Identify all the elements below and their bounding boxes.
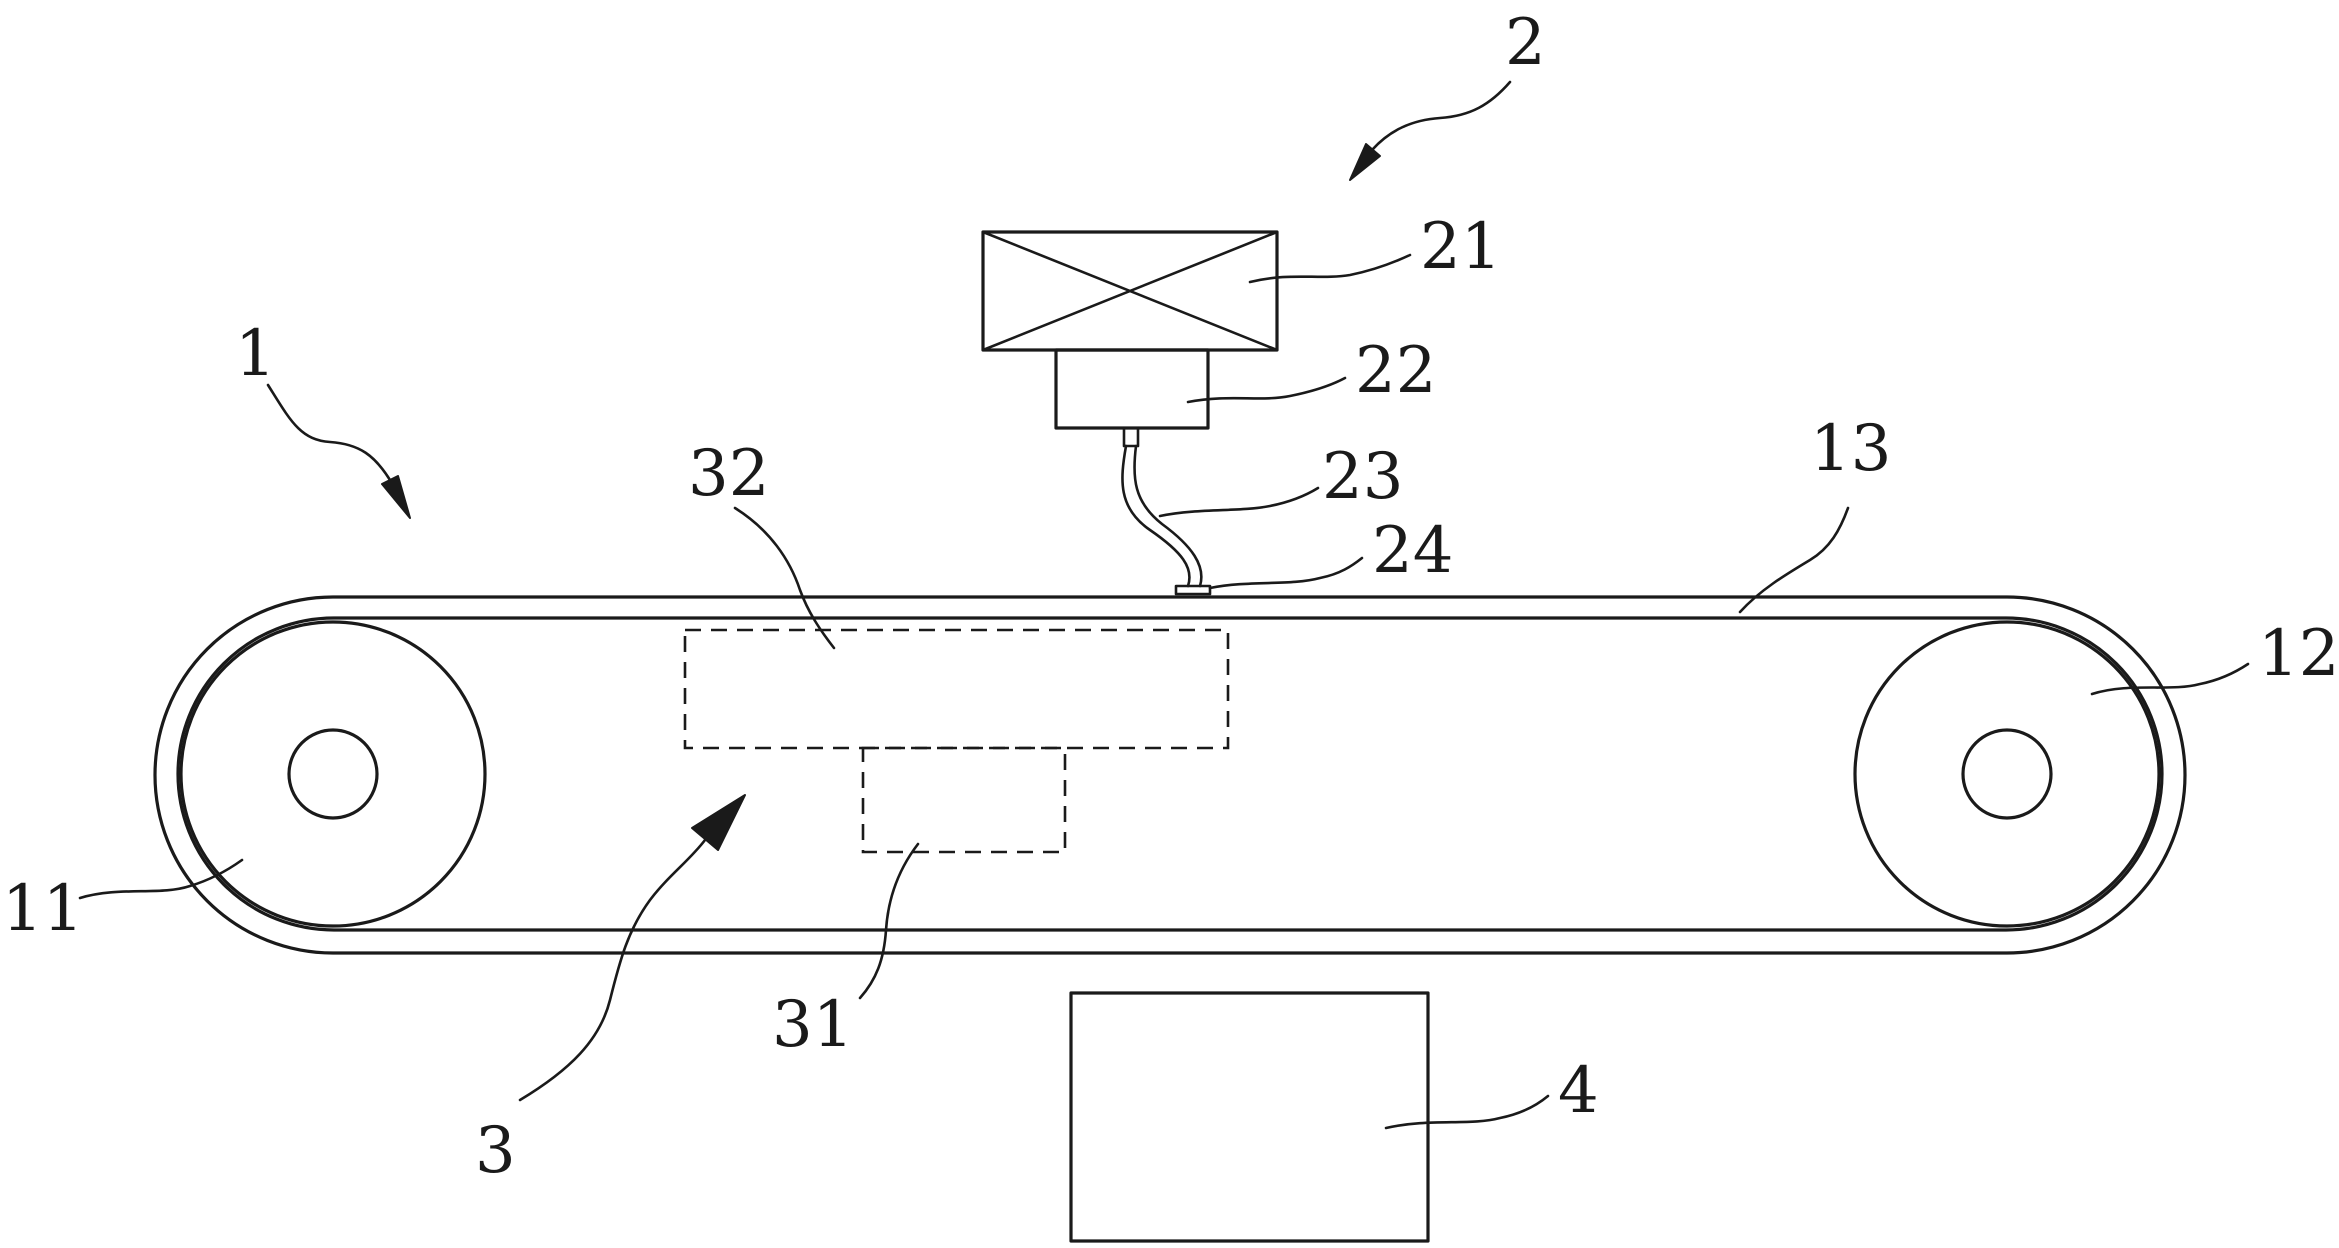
leader-11 xyxy=(78,858,244,900)
conveyor-belt-inner xyxy=(176,616,2164,932)
tube-23-right xyxy=(1133,444,1203,588)
label-23: 23 xyxy=(1322,440,1403,514)
tube-connector xyxy=(1122,426,1140,448)
label-2: 2 xyxy=(1505,6,1546,80)
hidden-unit-3 xyxy=(683,628,1230,854)
label-32: 32 xyxy=(688,437,769,511)
tube-23-left xyxy=(1121,444,1191,588)
leader-12 xyxy=(2090,662,2250,696)
leader-lines xyxy=(78,253,2250,1130)
leader-22 xyxy=(1186,376,1347,404)
leader-32 xyxy=(733,506,836,650)
arrow-2-head xyxy=(1349,143,1381,181)
right-roller xyxy=(1853,620,2161,928)
leader-24 xyxy=(1208,556,1364,590)
dispensing-device xyxy=(981,230,1279,596)
arrow-3-head xyxy=(691,794,746,851)
label-12: 12 xyxy=(2258,617,2339,691)
reference-arrows xyxy=(266,80,1512,1102)
dashed-box-32 xyxy=(683,628,1230,750)
leader-21 xyxy=(1248,253,1412,284)
leader-4 xyxy=(1384,1094,1550,1130)
nozzle-24 xyxy=(1174,584,1212,596)
box-4 xyxy=(1069,991,1430,1243)
label-22: 22 xyxy=(1355,334,1436,408)
label-13: 13 xyxy=(1810,412,1891,486)
leader-13 xyxy=(1738,506,1850,614)
leader-23 xyxy=(1158,486,1320,518)
conveyor-belt-outer xyxy=(153,595,2187,955)
label-24: 24 xyxy=(1372,514,1453,588)
reference-numerals: 1 2 21 22 23 24 13 12 11 32 31 3 4 xyxy=(2,6,2339,1188)
leader-31 xyxy=(858,842,920,1000)
arrow-3-shaft xyxy=(518,838,707,1102)
label-21: 21 xyxy=(1420,210,1501,284)
label-11: 11 xyxy=(2,872,83,946)
arrow-1-shaft xyxy=(266,383,392,482)
arrow-1-head xyxy=(381,475,411,519)
conveyor-assembly xyxy=(153,595,2187,955)
dashed-box-31 xyxy=(861,746,1067,854)
crossed-box-diagonal-b xyxy=(981,230,1279,352)
label-31: 31 xyxy=(772,988,853,1062)
left-roller xyxy=(179,620,487,928)
block-22 xyxy=(1054,348,1210,430)
left-roller-axle xyxy=(287,728,379,820)
right-roller-axle xyxy=(1961,728,2053,820)
label-4: 4 xyxy=(1558,1054,1599,1128)
label-3: 3 xyxy=(475,1114,516,1188)
label-1: 1 xyxy=(235,317,276,391)
arrow-2-shaft xyxy=(1370,80,1512,152)
